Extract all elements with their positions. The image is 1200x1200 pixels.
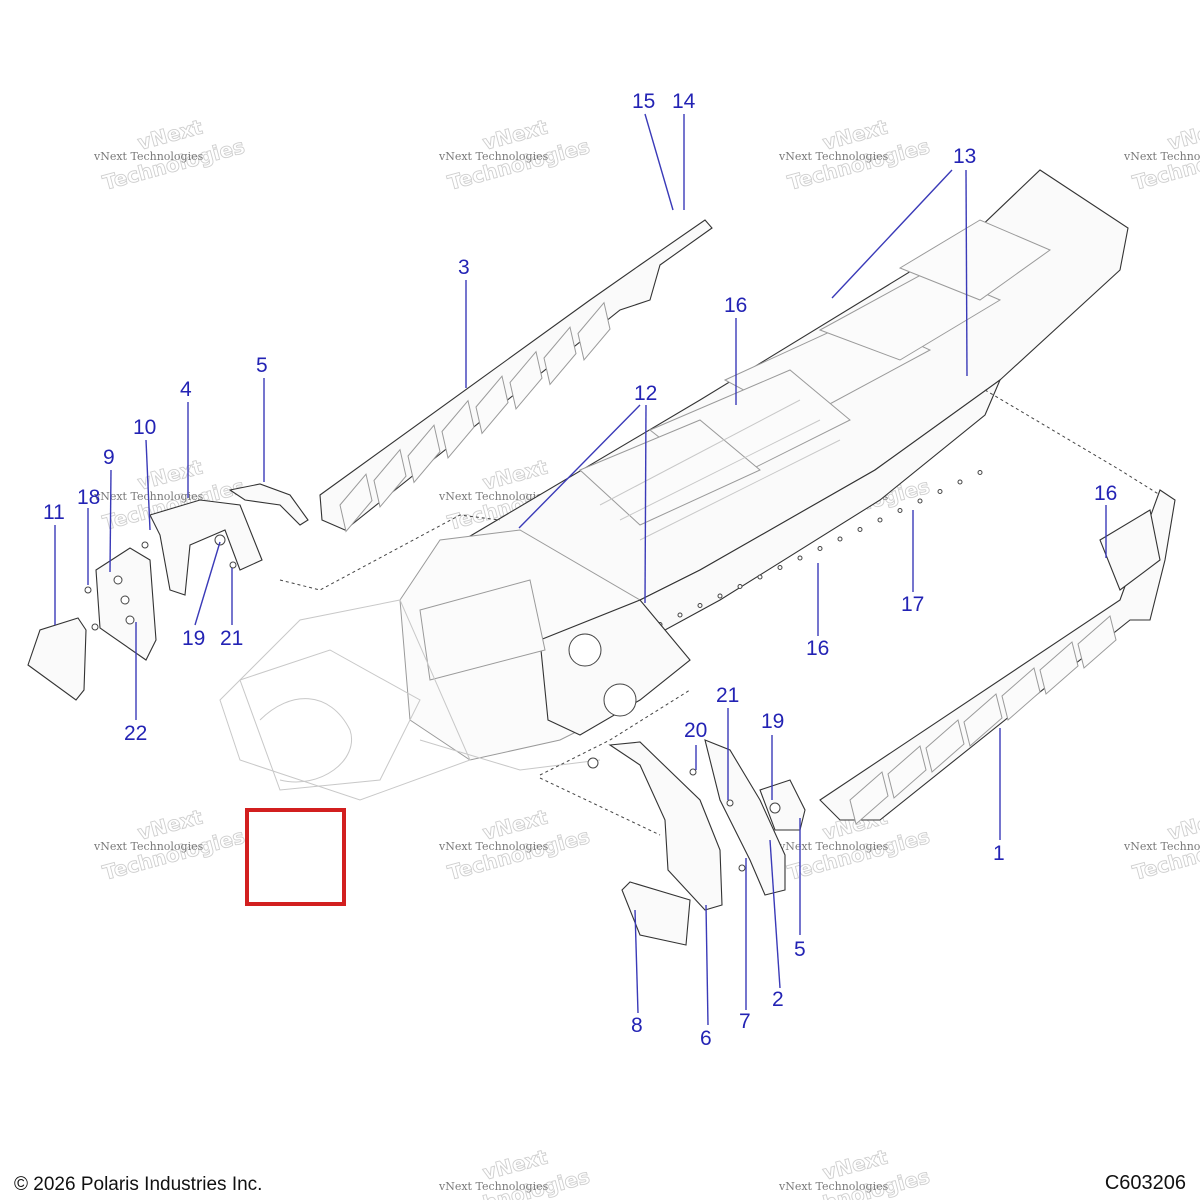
highlight-box: [245, 808, 346, 906]
rivet: [837, 536, 843, 542]
callout-22: 22: [124, 722, 147, 745]
callout-15: 15: [632, 90, 655, 113]
callout-10: 10: [133, 416, 156, 439]
copyright-text: © 2026 Polaris Industries Inc.: [14, 1174, 263, 1195]
watermark-outline-line1: vNext: [1165, 115, 1200, 155]
board-cell: [509, 350, 543, 410]
callout-13: 13: [953, 145, 976, 168]
callout-5-right: 5: [794, 938, 806, 961]
callout-20: 20: [684, 719, 707, 742]
part-3-running-board-left: [319, 219, 713, 533]
rivet: [797, 555, 803, 561]
callout-4: 4: [180, 378, 192, 401]
callout-21-left: 21: [220, 627, 243, 650]
callout-1: 1: [993, 842, 1005, 865]
board-cell: [441, 399, 475, 459]
right-front-parts: [587, 739, 806, 946]
rivet: [877, 517, 883, 523]
board-cell: [887, 745, 927, 799]
board-cell: [577, 301, 611, 361]
board-cell: [1039, 641, 1079, 695]
rivet: [857, 527, 863, 532]
rivet: [697, 603, 703, 608]
callout-14: 14: [672, 90, 696, 113]
callout-6: 6: [700, 1027, 712, 1050]
board-cell: [475, 375, 509, 435]
rivet: [737, 584, 743, 589]
watermark-text: vNext Technologies: [1123, 150, 1200, 163]
callout-8: 8: [631, 1014, 643, 1037]
watermark-text: vNext Technologies: [438, 490, 549, 503]
watermark-text: vNext Technologies: [778, 840, 889, 853]
callout-3: 3: [458, 256, 470, 279]
chassis-tunnel: [449, 169, 1129, 681]
callout-21-right: 21: [716, 684, 739, 707]
watermark-text: vNext Technologies: [438, 1180, 549, 1193]
part-1-running-board-right: [819, 489, 1176, 825]
watermark-text: vNext Technologies: [438, 840, 549, 853]
watermark-text: vNext Technologies: [93, 840, 204, 853]
callout-16-top: 16: [724, 294, 747, 317]
watermark-text: vNext Technologies: [778, 1180, 889, 1193]
callout-11: 11: [43, 501, 65, 524]
callout-9: 9: [103, 446, 115, 469]
front-bulkhead: [219, 389, 1161, 836]
board-cell: [339, 473, 373, 533]
leader-lines: [54, 113, 1107, 1026]
rivet: [957, 479, 963, 485]
diagram-code: C603206: [1104, 1172, 1186, 1194]
rivet: [977, 470, 983, 475]
callout-numbers: 1 2 3 4 5 5 6 7 8 9 10 11 12 13 14 15 16…: [43, 90, 1117, 1050]
rivet: [897, 508, 903, 513]
rivet: [777, 565, 783, 570]
callout-19-left: 19: [182, 627, 205, 650]
watermark-outline-line1: vNext: [1165, 805, 1200, 845]
running-board-cells: [849, 615, 1117, 825]
board-cell: [925, 719, 965, 773]
rivet: [757, 574, 763, 580]
watermark-text: vNext Technologies: [93, 150, 204, 163]
callout-16-mid: 16: [806, 637, 829, 660]
callout-12: 12: [634, 382, 657, 405]
rivet: [937, 489, 943, 494]
watermark-text: vNext Technologies: [1123, 840, 1200, 853]
board-cell: [1077, 615, 1117, 669]
rivet: [817, 546, 823, 551]
rivet: [917, 498, 923, 504]
rivet: [717, 593, 723, 599]
rivet: [677, 612, 683, 618]
watermark-text: vNext Technologies: [438, 150, 549, 163]
board-cell: [543, 326, 577, 386]
callout-7: 7: [739, 1010, 751, 1033]
callout-2: 2: [772, 988, 784, 1011]
callout-17: 17: [901, 593, 924, 616]
running-board-cells: [339, 301, 611, 533]
callout-19-right: 19: [761, 710, 784, 733]
callout-18: 18: [77, 486, 100, 509]
board-cell: [407, 424, 441, 484]
board-cell: [849, 771, 889, 825]
board-cell: [373, 448, 407, 508]
board-cell: [1001, 667, 1041, 721]
callout-16-right: 16: [1094, 482, 1117, 505]
callout-5-left: 5: [256, 354, 268, 377]
left-side-parts: [27, 483, 309, 701]
watermark-text: vNext Technologies: [778, 150, 889, 163]
board-cell: [963, 693, 1003, 747]
